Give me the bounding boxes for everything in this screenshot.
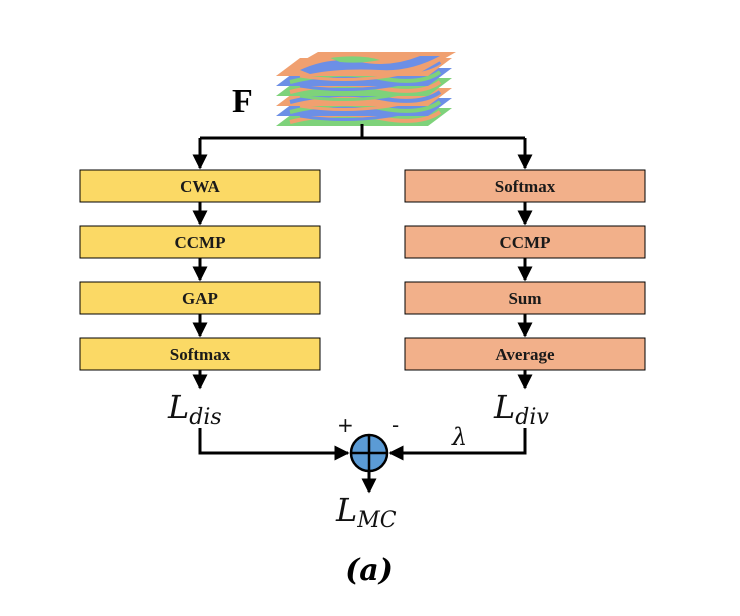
lambda-weight: λ [451,423,467,451]
feature-map-stack-image [276,52,456,126]
left-box-label: CCMP [175,233,226,252]
right-box-softmax: Softmax [404,169,646,203]
loss-div-symbol: L [493,388,515,426]
merge-connectors [198,428,527,494]
left-box-label: CWA [180,177,220,196]
left-box-label: GAP [182,289,218,308]
right-box-label: Average [495,345,555,364]
split-connector [192,124,533,170]
loss-mc-subscript: MC [356,508,397,533]
left-box-label: Softmax [170,345,231,364]
loss-div-subscript: div [515,405,549,430]
right-box-label: Softmax [495,177,556,196]
loss-mc-symbol: L [335,491,357,529]
right-box-sum: Sum [404,281,646,315]
left-box-ccmp: CCMP [79,225,321,259]
left-branch: CWA CCMP GAP Softmax [79,169,321,390]
left-box-softmax: Softmax [79,337,321,371]
right-box-label: CCMP [500,233,551,252]
sum-node [349,433,389,473]
loss-dis-symbol: L [167,388,189,426]
right-box-ccmp: CCMP [404,225,646,259]
minus-sign: - [392,413,399,437]
figure-caption: (a) [345,553,393,588]
loss-dis-subscript: dis [189,405,221,430]
loss-dis-label: Ldis [167,388,222,430]
plus-sign: + [337,413,354,437]
feature-top-blob [330,56,380,63]
feature-label: F [232,83,253,120]
right-box-label: Sum [508,289,541,308]
left-box-gap: GAP [79,281,321,315]
loss-mc-label: LMC [335,491,397,533]
loss-div-label: Ldiv [493,388,549,430]
right-branch: Softmax CCMP Sum Average [404,169,646,390]
right-box-average: Average [404,337,646,371]
left-box-cwa: CWA [79,169,321,203]
feature-top-blob [300,56,440,74]
